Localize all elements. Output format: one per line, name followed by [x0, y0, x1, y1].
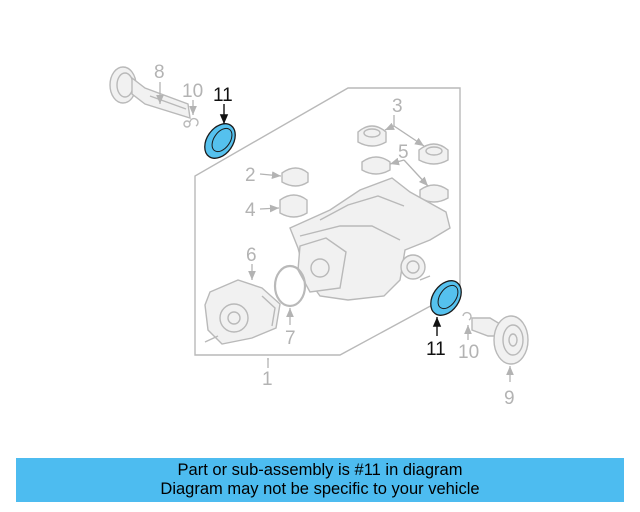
- callout-11-left: 11: [213, 85, 233, 106]
- info-banner: Part or sub-assembly is #11 in diagram D…: [16, 458, 624, 502]
- callout-9: 9: [504, 388, 515, 409]
- snap-ring-right: [462, 311, 472, 321]
- leader-lines: [156, 82, 514, 382]
- callout-2: 2: [245, 165, 256, 186]
- callout-3: 3: [392, 96, 403, 117]
- snap-ring-left: [189, 117, 199, 127]
- banner-line-2: Diagram may not be specific to your vehi…: [160, 480, 480, 498]
- axle-shaft-right: [471, 315, 529, 365]
- callout-5: 5: [398, 142, 409, 163]
- leader-lines-highlight: [219, 104, 442, 336]
- differential-carrier: [289, 177, 451, 301]
- mount-bushings: [279, 125, 449, 218]
- callout-1: 1: [262, 369, 273, 390]
- oil-seal-right: [430, 280, 462, 316]
- callout-11-right: 11: [426, 339, 446, 360]
- callout-7: 7: [285, 328, 296, 349]
- parts-diagram: 1 2 3 4 5 6 7 8 9 10 10 11 11: [109, 62, 529, 409]
- rear-cover: [204, 279, 281, 345]
- callout-10-left: 10: [182, 81, 203, 102]
- banner-line-1: Part or sub-assembly is #11 in diagram: [177, 461, 463, 479]
- callout-10-right: 10: [458, 342, 479, 363]
- gasket-oring: [273, 264, 307, 308]
- oil-seal-left: [204, 123, 236, 159]
- axle-shaft-left: [109, 66, 191, 128]
- callout-4: 4: [245, 200, 256, 221]
- callout-8: 8: [154, 62, 165, 83]
- callout-6: 6: [246, 245, 257, 266]
